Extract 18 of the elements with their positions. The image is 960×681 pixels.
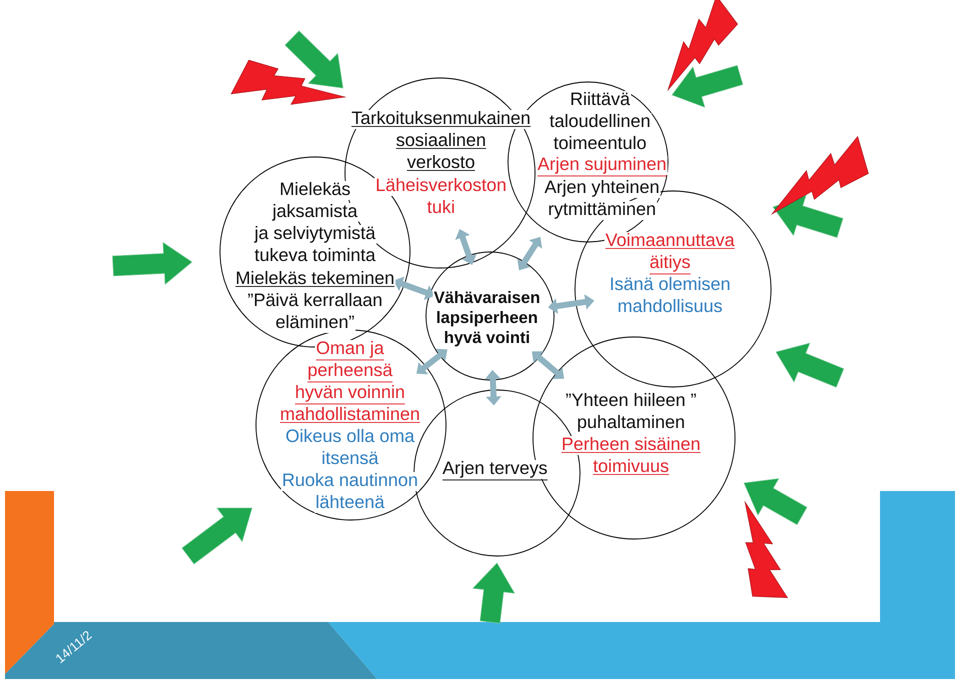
underlined-text: Tarkoituksenmukainen sosiaalinen verkosto xyxy=(350,110,532,173)
underlined-text: Oman ja perheensä hyvän voinnin mahdollistaminen xyxy=(278,340,422,425)
circle-text: Arjen yhteinen rytmittäminen xyxy=(543,179,661,220)
circle-text: Mielekäs jaksamista ja selviytymistä tukeva toiminta xyxy=(253,181,377,266)
circle-text: ”Yhteen hiileen ” puhaltaminen xyxy=(564,392,698,433)
circle-text: Isänä olemisen mahdollisuus xyxy=(608,276,732,317)
circle-text: Oikeus olla oma itsensä xyxy=(284,428,416,469)
underlined-text: Voimaannuttava äitiys xyxy=(604,232,736,274)
circle-text: Läheisverkoston tuki xyxy=(374,177,508,218)
underlined-text: Perheen sisäinen toimivuus xyxy=(560,436,702,477)
circle-text: Riittävä taloudellinen toimeentulo xyxy=(548,91,652,154)
center-circle xyxy=(426,252,554,380)
center-text: Vähävaraisen lapsiperheen hyvä vointi xyxy=(432,289,542,348)
circle-text: ”Päivä kerrallaan eläminen” xyxy=(246,292,384,333)
circle-text: Ruoka nautinnon lähteenä xyxy=(280,472,420,513)
underlined-text: Arjen terveys xyxy=(441,460,549,480)
underlined-text: Arjen sujuminen xyxy=(536,156,668,176)
underlined-text: Mielekäs tekeminen xyxy=(234,270,396,289)
